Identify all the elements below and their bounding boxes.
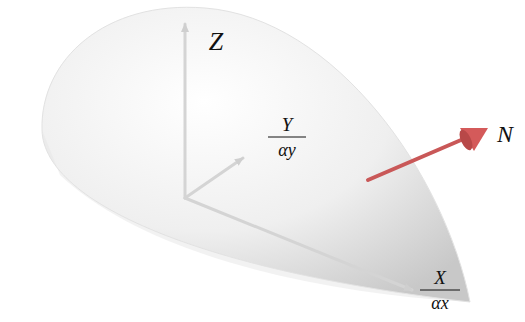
ellipsoid-base (42, 130, 470, 302)
fraction-bar (420, 290, 460, 291)
fraction-denominator: αy (278, 141, 295, 159)
x-axis (185, 198, 412, 290)
vector-label: N (497, 122, 513, 146)
fraction-denominator: αx (431, 294, 448, 312)
fraction-numerator: X (434, 268, 446, 287)
fraction-bar (268, 137, 306, 138)
ellipsoid-body (42, 7, 470, 302)
z-axis (184, 24, 187, 198)
normal-head-base (457, 128, 475, 152)
axis-label: Z (209, 29, 223, 55)
fraction-numerator: Y (282, 115, 293, 134)
normal-shaft (368, 137, 468, 180)
y-axis (185, 158, 243, 198)
